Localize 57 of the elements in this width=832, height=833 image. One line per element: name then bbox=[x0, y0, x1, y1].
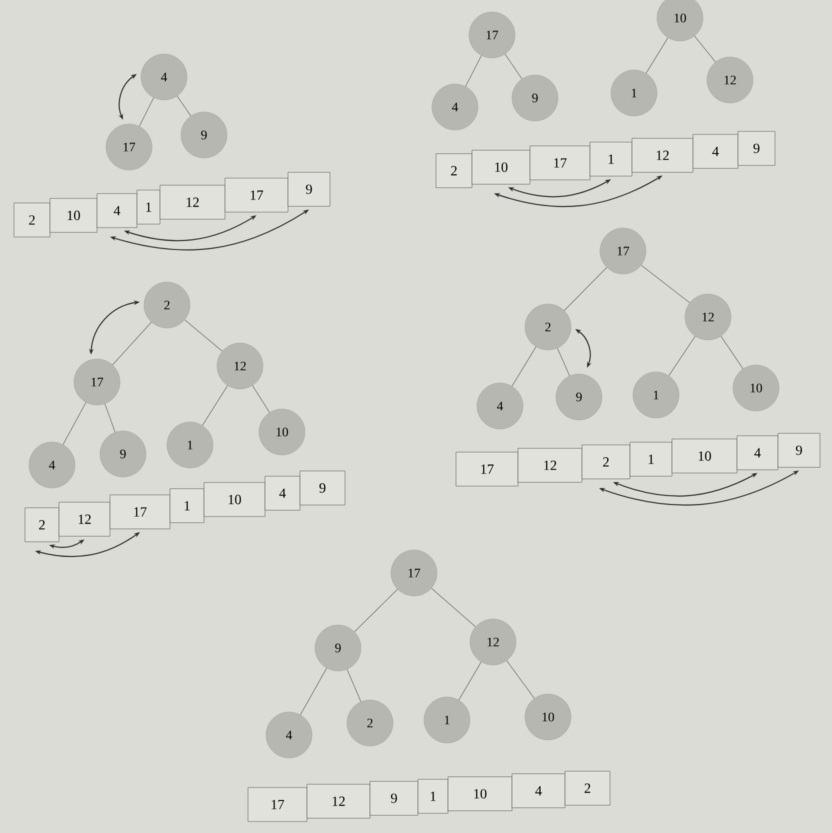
array-cell: 10 bbox=[204, 482, 266, 517]
array-cell: 9 bbox=[300, 470, 346, 506]
array-cell: 4 bbox=[96, 193, 138, 228]
tree-edge bbox=[346, 668, 362, 702]
array-cell: 12 bbox=[306, 784, 370, 818]
tree-edge bbox=[300, 668, 327, 716]
tree-edge bbox=[184, 320, 223, 352]
array-cell: 4 bbox=[512, 774, 566, 808]
tree-edge bbox=[506, 660, 535, 699]
array-cell: 2 bbox=[436, 154, 472, 188]
array-cell: 2 bbox=[564, 771, 610, 806]
array-cell: 2 bbox=[14, 202, 50, 238]
array-cell: 12 bbox=[632, 138, 694, 172]
tree-edge bbox=[504, 54, 522, 80]
array-cell: 1 bbox=[418, 779, 448, 814]
array-cell: 1 bbox=[170, 488, 204, 523]
tree-edge bbox=[465, 55, 482, 87]
tree-edge bbox=[354, 588, 398, 632]
array-cell: 9 bbox=[738, 131, 776, 166]
tree-edge bbox=[62, 402, 86, 445]
array-cell: 17 bbox=[530, 146, 590, 180]
tree-edge bbox=[646, 37, 668, 74]
array-cell: 17 bbox=[110, 494, 170, 530]
array-cell: 17 bbox=[456, 452, 518, 486]
array-cell: 12 bbox=[58, 502, 110, 536]
tree-edge bbox=[112, 322, 152, 366]
array-cell: 9 bbox=[370, 781, 418, 816]
tree-edge bbox=[458, 662, 482, 700]
tree-edge bbox=[720, 336, 744, 370]
tree-edge bbox=[640, 264, 690, 304]
array-cell: 12 bbox=[518, 448, 582, 482]
tree-edge bbox=[176, 96, 192, 116]
tree-edge bbox=[564, 267, 608, 311]
tree-edge bbox=[512, 346, 536, 387]
array-cell: 1 bbox=[590, 142, 632, 176]
tree-edge bbox=[431, 588, 476, 628]
tree-edge bbox=[202, 385, 228, 426]
array-cell: 2 bbox=[24, 508, 60, 542]
array-cell: 17 bbox=[248, 787, 308, 822]
array-cell: 4 bbox=[692, 134, 738, 169]
array-cell: 9 bbox=[288, 172, 330, 206]
array-cell: 10 bbox=[472, 150, 530, 184]
array-cell: 10 bbox=[50, 198, 98, 233]
array-cell: 17 bbox=[224, 178, 288, 212]
tree-edge bbox=[139, 97, 154, 127]
array-cell: 9 bbox=[778, 433, 820, 468]
array-cell: 2 bbox=[582, 444, 630, 480]
array-cell: 4 bbox=[736, 436, 778, 470]
tree-edge bbox=[694, 36, 716, 62]
tree-edge bbox=[668, 336, 696, 376]
array-cell: 10 bbox=[672, 438, 738, 474]
array-cell: 1 bbox=[630, 442, 672, 476]
array-cell: 4 bbox=[264, 476, 300, 510]
tree-edge bbox=[252, 385, 270, 413]
tree-edge bbox=[104, 403, 116, 433]
array-cell: 1 bbox=[136, 190, 160, 224]
tree-edge bbox=[557, 348, 570, 376]
